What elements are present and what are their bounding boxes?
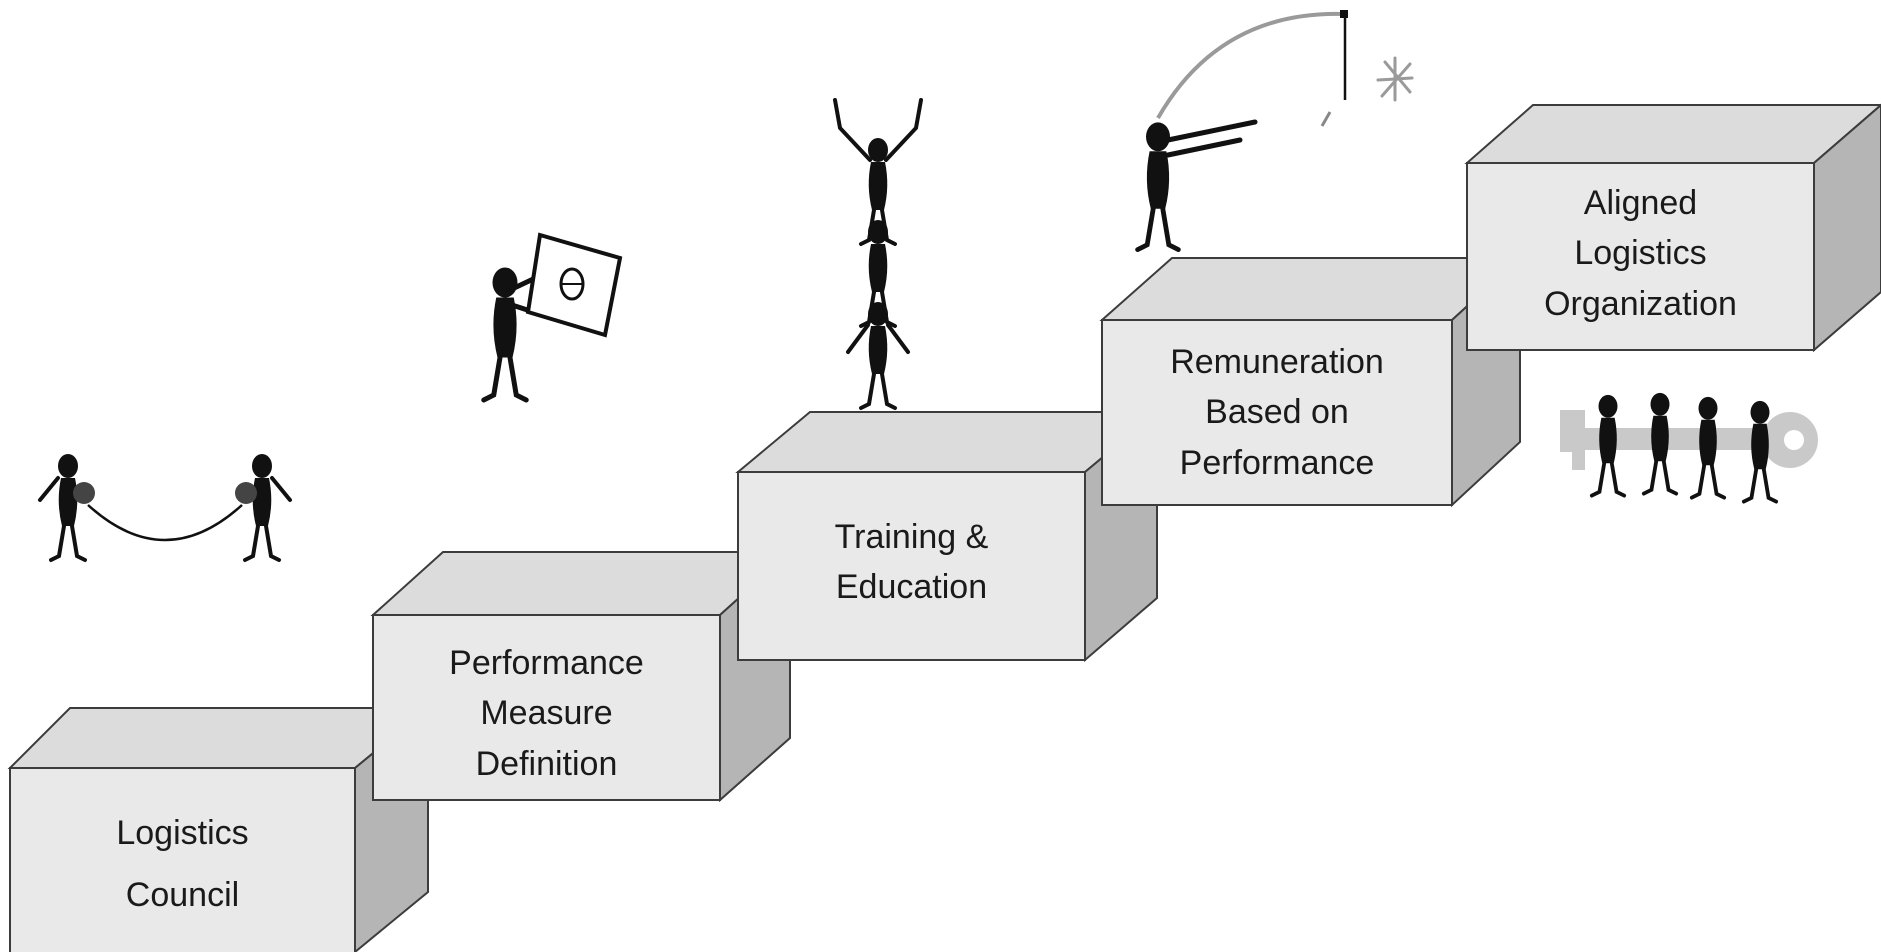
step-label-line: Performance xyxy=(1179,443,1375,482)
step-label-line: Education xyxy=(835,568,988,607)
step-label-performance-measure: Performance Measure Definition xyxy=(383,638,710,789)
stacked-acrobats-icon xyxy=(833,98,923,410)
step-label-line: Council xyxy=(125,876,240,915)
step-label-line: Measure xyxy=(480,694,613,733)
step-label-training-education: Training & Education xyxy=(748,512,1075,613)
step-block-training-education xyxy=(735,409,1160,663)
figure-holding-sign-icon xyxy=(484,232,623,400)
step-label-line: Remuneration xyxy=(1170,343,1384,381)
step-label-line: Logistics xyxy=(116,814,249,852)
tin-can-telephone-figures-icon xyxy=(38,452,292,562)
step-label-line: Performance xyxy=(449,644,644,682)
step-block-aligned-organization xyxy=(1464,103,1881,353)
step-label-line: Based on xyxy=(1205,393,1349,432)
step-label-line: Logistics xyxy=(1574,234,1707,273)
step-label-line: Definition xyxy=(475,744,618,783)
step-label-logistics-council: Logistics Council xyxy=(30,808,335,921)
step-label-line: Organization xyxy=(1544,284,1737,323)
step-label-line: Aligned xyxy=(1583,184,1698,222)
step-label-remuneration: Remuneration Based on Performance xyxy=(1112,337,1442,488)
step-label-line: Training & xyxy=(834,518,989,556)
figure-fishing-for-reward-icon xyxy=(1138,10,1414,250)
figures-carrying-key-icon xyxy=(1560,390,1818,504)
step-label-aligned-organization: Aligned Logistics Organization xyxy=(1477,178,1804,329)
